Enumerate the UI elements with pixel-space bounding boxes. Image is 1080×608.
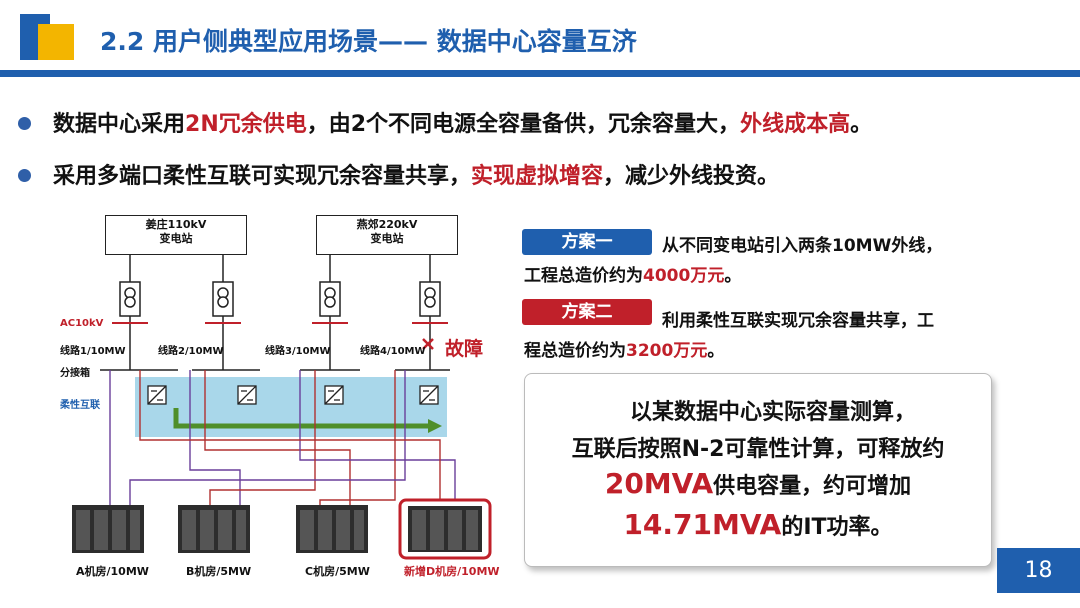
calc-line-3: 20MVA供电容量，约可增加: [525, 467, 991, 500]
bullet-2-highlight: 实现虚拟增容: [471, 164, 604, 189]
bullet-2-text-a: 采用多端口柔性互联可实现冗余容量共享，: [53, 164, 472, 189]
page-title: 2.2 用户侧典型应用场景—— 数据中心容量互济: [100, 27, 637, 56]
fault-x-icon: [422, 338, 434, 350]
bullet-1-text-a: 数据中心采用: [53, 112, 186, 137]
calc-line-4-text: 的IT功率。: [781, 515, 893, 540]
plan-2-line2: 程总造价约为3200万元。: [524, 336, 724, 361]
room-label-a: A机房/10MW: [76, 565, 149, 578]
substation-1-sub: 变电站: [159, 232, 193, 245]
branch-box-lines: [100, 330, 450, 371]
line-label-3: 线路3/10MW: [265, 346, 331, 357]
converter-icons: [147, 385, 439, 405]
plan-2-badge: 方案二: [522, 299, 652, 325]
plan-2-cost-suffix: 。: [707, 341, 725, 361]
calc-line-4: 14.71MVA的IT功率。: [525, 508, 991, 541]
server-room-icons: [72, 498, 492, 560]
plan-2-cost: 3200万元: [626, 341, 708, 361]
plan-1-cost-suffix: 。: [724, 266, 742, 286]
plan-2-line1: 利用柔性互联实现冗余容量共享，工: [662, 311, 934, 331]
flex-interconnect-label: 柔性互联: [60, 400, 100, 411]
plan-1-line2: 工程总造价约为4000万元。: [524, 261, 741, 286]
substation-box-2: 燕郊220kV 变电站: [316, 215, 458, 255]
bullet-1-text-c: 。: [850, 112, 873, 137]
title-underline: [0, 70, 1080, 77]
calc-it-power: 14.71MVA: [623, 508, 782, 541]
capacity-flow-arrow: [173, 408, 442, 433]
calc-line-1: 以某数据中心实际容量测算，: [629, 400, 916, 425]
transformer-icons: [119, 281, 441, 317]
room-label-b: B机房/5MW: [186, 565, 252, 578]
bullet-dot-icon: [18, 168, 31, 182]
distribution-lines: [109, 370, 456, 520]
substation-2-name: 燕郊220kV: [356, 218, 418, 231]
substation-2-sub: 变电站: [370, 232, 404, 245]
ac-voltage-label: AC10kV: [60, 318, 104, 329]
plan-1-line1: 从不同变电站引入两条10MW外线，: [662, 236, 943, 256]
room-label-c: C机房/5MW: [305, 565, 370, 578]
line-label-4: 线路4/10MW: [360, 346, 426, 357]
plan-2-cost-prefix: 程总造价约为: [524, 341, 626, 361]
bullet-1-text-b: ，由2个不同电源全容量备供，冗余容量大，: [306, 112, 741, 137]
feeder-lines: [129, 253, 431, 330]
plan-1-badge: 方案一: [522, 229, 652, 255]
calculation-box: 以某数据中心实际容量测算， 互联后按照N-2可靠性计算，可释放约 20MVA供电…: [524, 373, 992, 567]
bullet-2-text-b: ，减少外线投资。: [603, 164, 780, 189]
branch-box-label: 分接箱: [60, 368, 90, 379]
page-number: 18: [997, 548, 1080, 593]
bullet-1: 数据中心采用2N冗余供电，由2个不同电源全容量备供，冗余容量大，外线成本高。: [18, 106, 872, 138]
plan-1-cost-prefix: 工程总造价约为: [524, 266, 643, 286]
substation-1-name: 姜庄110kV: [145, 218, 207, 231]
line-label-1: 线路1/10MW: [60, 346, 126, 357]
fault-label: 故障: [445, 338, 484, 360]
logo-yellow-square: [38, 24, 74, 60]
bullet-2: 采用多端口柔性互联可实现冗余容量共享，实现虚拟增容，减少外线投资。: [18, 158, 779, 190]
bullet-1-highlight-a: 2N冗余供电: [185, 112, 307, 137]
bullet-1-highlight-b: 外线成本高: [740, 112, 851, 137]
room-label-d: 新增D机房/10MW: [404, 565, 500, 578]
substation-box-1: 姜庄110kV 变电站: [105, 215, 247, 255]
bullet-dot-icon: [18, 116, 31, 130]
calc-line-3-text: 供电容量，约可增加: [713, 474, 912, 499]
line-label-2: 线路2/10MW: [158, 346, 224, 357]
plan-1-cost: 4000万元: [643, 266, 725, 286]
calc-line-2: 互联后按照N-2可靠性计算，可释放约: [571, 437, 945, 462]
calc-released-capacity: 20MVA: [604, 467, 714, 500]
